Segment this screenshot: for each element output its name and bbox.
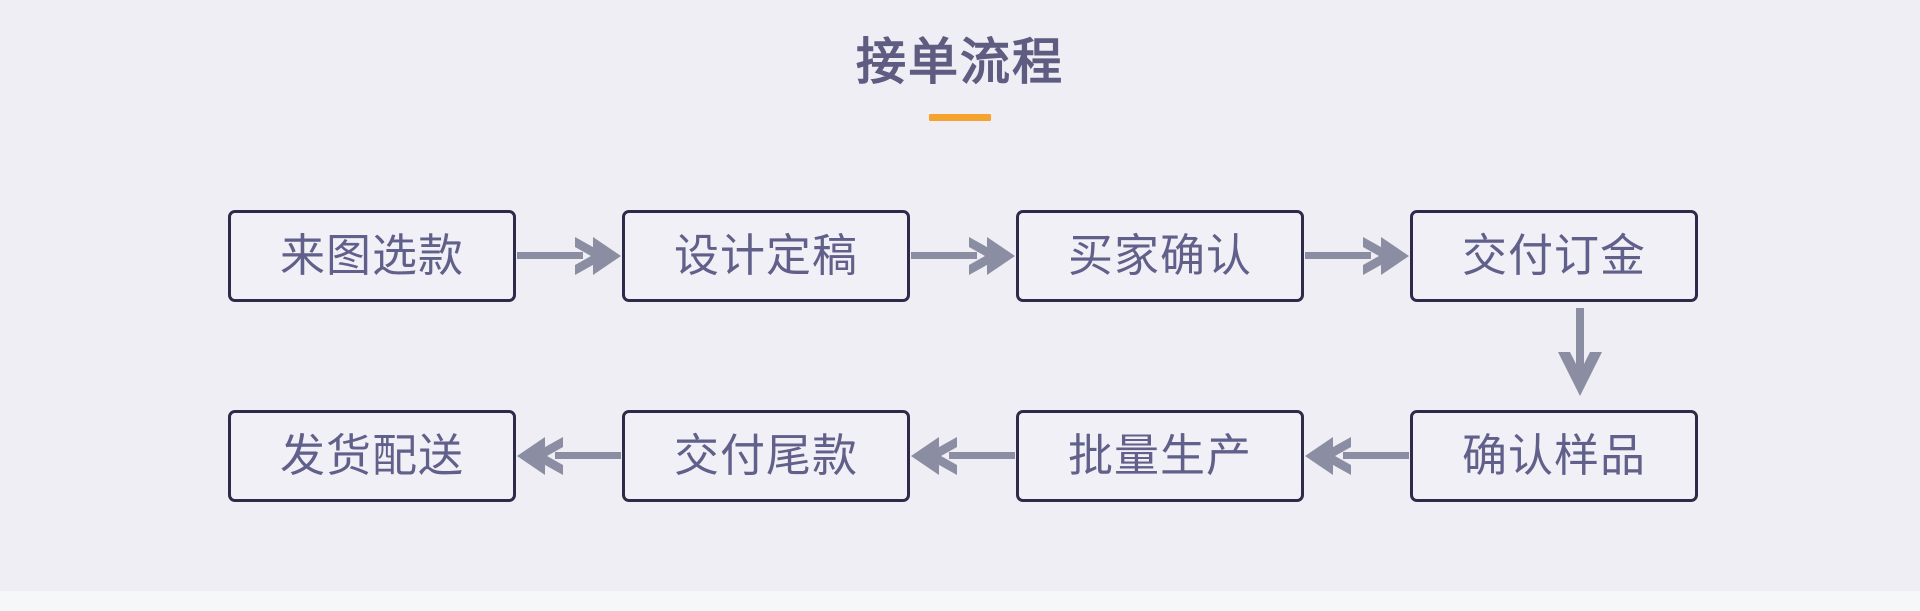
flow-node-6-label: 批量生产 [1067, 430, 1252, 481]
flow-row-bottom: 发货配送 交付尾款 批量生产 [228, 406, 1698, 506]
flow-node-7-label: 交付尾款 [673, 430, 858, 481]
page-title: 接单流程 [0, 34, 1920, 121]
title-accent-rule [929, 113, 991, 121]
arrow-right-icon [517, 233, 621, 279]
flow-node-1[interactable]: 来图选款 [228, 210, 516, 302]
flow-node-8-label: 发货配送 [279, 430, 464, 481]
flow-row-top: 来图选款 设计定稿 买家确认 [228, 206, 1698, 306]
flowchart: 来图选款 设计定稿 买家确认 [228, 206, 1698, 506]
arrow-right-icon [1305, 233, 1409, 279]
flow-node-3[interactable]: 买家确认 [1016, 210, 1304, 302]
flow-node-5-label: 确认样品 [1461, 430, 1646, 481]
flow-node-1-label: 来图选款 [279, 230, 464, 281]
flow-node-4-label: 交付订金 [1461, 230, 1646, 281]
flow-node-2-label: 设计定稿 [673, 230, 858, 281]
arrow-right-icon [911, 233, 1015, 279]
arrow-left-icon [1305, 433, 1409, 479]
flow-node-5[interactable]: 确认样品 [1410, 410, 1698, 502]
arrow-down-icon [1550, 308, 1610, 400]
arrow-left-icon [517, 433, 621, 479]
flow-node-8[interactable]: 发货配送 [228, 410, 516, 502]
page-title-text: 接单流程 [856, 34, 1064, 90]
arrow-left-icon [911, 433, 1015, 479]
footer-strip [0, 591, 1920, 611]
flow-node-4[interactable]: 交付订金 [1410, 210, 1698, 302]
flow-node-7[interactable]: 交付尾款 [622, 410, 910, 502]
diagram-canvas: 接单流程 来图选款 设计定稿 [0, 34, 1920, 506]
flow-node-6[interactable]: 批量生产 [1016, 410, 1304, 502]
flow-node-3-label: 买家确认 [1067, 230, 1252, 281]
row-spacer [228, 306, 1698, 406]
flow-node-2[interactable]: 设计定稿 [622, 210, 910, 302]
